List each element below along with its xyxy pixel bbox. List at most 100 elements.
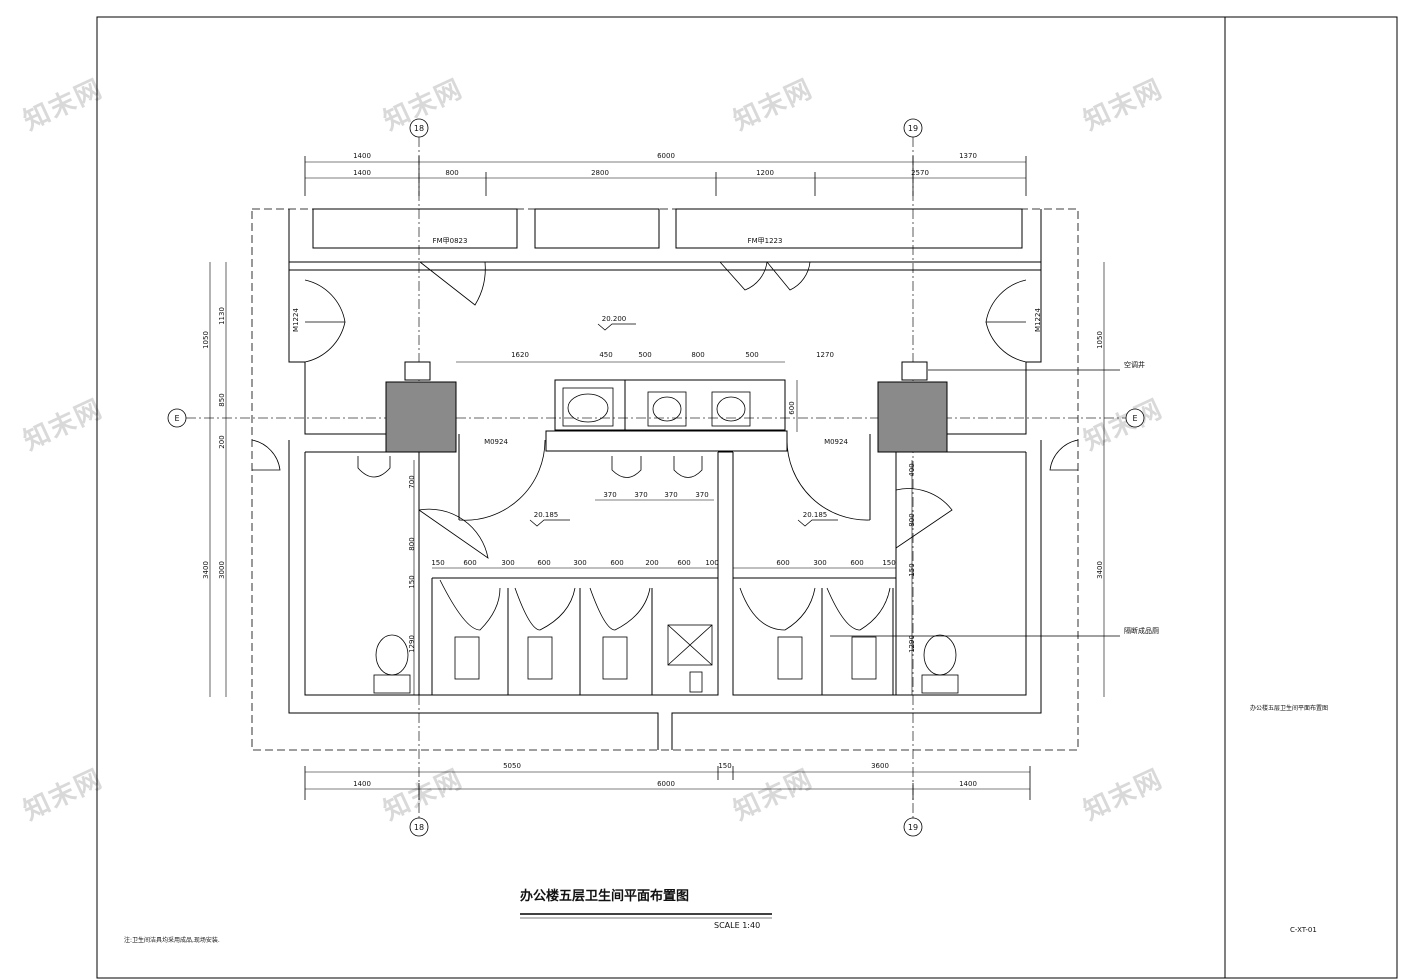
watermark: 知末网 bbox=[1079, 764, 1168, 827]
plan-labels: FM甲0823 FM甲1223 M1224 M1224 M0924 M0924 … bbox=[292, 237, 1159, 635]
dim-text: 200 bbox=[645, 559, 658, 567]
axis-lines bbox=[186, 137, 1126, 818]
axis-label-19-top: 19 bbox=[908, 124, 918, 133]
dim-text: 1200 bbox=[756, 169, 774, 177]
dim-text: 500 bbox=[745, 351, 758, 359]
dim-text: 150 bbox=[908, 563, 916, 576]
dimension-text: 1400 6000 1370 1400 800 2800 1200 2570 1… bbox=[202, 152, 1104, 788]
door-label: M1224 bbox=[292, 308, 300, 332]
slab-outline bbox=[251, 208, 1079, 751]
door-label: M0924 bbox=[824, 438, 848, 446]
dim-text: 370 bbox=[603, 491, 616, 499]
dim-text: 370 bbox=[664, 491, 677, 499]
dim-text: 1400 bbox=[353, 780, 371, 788]
dim-text: 3600 bbox=[871, 762, 889, 770]
dim-text: 800 bbox=[408, 537, 416, 550]
door-label: M0924 bbox=[484, 438, 508, 446]
dim-text: 2570 bbox=[911, 169, 929, 177]
dim-text: 100 bbox=[705, 559, 718, 567]
watermark: 知末网 bbox=[379, 764, 468, 827]
watermark: 知末网 bbox=[729, 764, 818, 827]
dim-text: 800 bbox=[445, 169, 458, 177]
dim-text: 1400 bbox=[959, 780, 977, 788]
dim-text: 370 bbox=[634, 491, 647, 499]
dim-text: 200 bbox=[218, 435, 226, 448]
level-mark: 20.185 bbox=[534, 511, 559, 519]
axis-label-e-right: E bbox=[1132, 414, 1137, 423]
dim-text: 800 bbox=[691, 351, 704, 359]
dim-text: 3400 bbox=[1096, 561, 1104, 579]
dim-text: 600 bbox=[537, 559, 550, 567]
dim-text: 2800 bbox=[591, 169, 609, 177]
dim-text: 150 bbox=[718, 762, 731, 770]
dim-text: 150 bbox=[882, 559, 895, 567]
partition-callout-label: 隔断成品厕 bbox=[1124, 626, 1159, 635]
dim-text: 1050 bbox=[202, 331, 210, 349]
drawing-scale: SCALE 1:40 bbox=[714, 921, 760, 930]
drawing-note: 注:卫生间洁具均采用成品,现场安装. bbox=[124, 936, 220, 944]
dim-text: 600 bbox=[610, 559, 623, 567]
dim-text: 600 bbox=[463, 559, 476, 567]
shaft-callout-label: 空调井 bbox=[1124, 360, 1145, 369]
watermark: 知末网 bbox=[1079, 74, 1168, 137]
fixtures bbox=[357, 387, 959, 694]
axis-label-18-bottom: 18 bbox=[414, 823, 424, 832]
sheet-frame bbox=[96, 16, 1398, 979]
axis-label-e-left: E bbox=[174, 414, 179, 423]
dim-text: 600 bbox=[788, 401, 796, 414]
level-symbols bbox=[529, 323, 1120, 637]
sheet-number: C-XT-01 bbox=[1290, 926, 1317, 934]
dimension-ticks bbox=[304, 156, 1031, 800]
dim-text: 500 bbox=[638, 351, 651, 359]
watermark: 知末网 bbox=[729, 74, 818, 137]
watermark: 知末网 bbox=[1079, 394, 1168, 457]
dim-text: 6000 bbox=[657, 152, 675, 160]
dim-text: 3000 bbox=[218, 561, 226, 579]
watermark: 知末网 bbox=[19, 764, 108, 827]
watermark: 知末网 bbox=[19, 74, 108, 137]
shafts bbox=[385, 361, 948, 453]
dim-text: 300 bbox=[573, 559, 586, 567]
dim-text: 1620 bbox=[511, 351, 529, 359]
axis-bubbles bbox=[167, 118, 1145, 837]
dim-text: 300 bbox=[813, 559, 826, 567]
dim-text: 6000 bbox=[657, 780, 675, 788]
door-swings bbox=[251, 261, 1079, 631]
dim-text: 1290 bbox=[408, 635, 416, 653]
watermark-layer: 知末网 知末网 知末网 知末网 知末网 知末网 知末网 知末网 知末网 知末网 bbox=[19, 74, 1168, 827]
level-mark: 20.185 bbox=[803, 511, 828, 519]
level-mark: 20.200 bbox=[602, 315, 627, 323]
dim-text: 850 bbox=[218, 393, 226, 406]
dim-text: 5050 bbox=[503, 762, 521, 770]
door-label: M1224 bbox=[1034, 308, 1042, 332]
drawing-title: 办公楼五层卫生间平面布置图 bbox=[520, 888, 689, 904]
dim-text: 370 bbox=[695, 491, 708, 499]
dim-text: 1400 bbox=[353, 152, 371, 160]
axis-label-19-bottom: 19 bbox=[908, 823, 918, 832]
dim-text: 600 bbox=[776, 559, 789, 567]
dim-text: 600 bbox=[677, 559, 690, 567]
dim-text: 1290 bbox=[908, 635, 916, 653]
dim-text: 300 bbox=[501, 559, 514, 567]
sheet-name: 办公楼五层卫生间平面布置图 bbox=[1250, 704, 1328, 712]
walls bbox=[288, 208, 1042, 750]
axis-label-18-top: 18 bbox=[414, 124, 424, 133]
watermark: 知末网 bbox=[19, 394, 108, 457]
dim-text: 400 bbox=[908, 463, 916, 476]
door-label: FM甲0823 bbox=[433, 237, 468, 245]
dim-text: 150 bbox=[408, 575, 416, 588]
dim-text: 150 bbox=[431, 559, 444, 567]
dim-text: 1050 bbox=[1096, 331, 1104, 349]
dimension-lines bbox=[209, 161, 1105, 790]
dim-text: 450 bbox=[599, 351, 612, 359]
dim-text: 600 bbox=[850, 559, 863, 567]
dim-text: 800 bbox=[908, 513, 916, 526]
dim-text: 1400 bbox=[353, 169, 371, 177]
door-label: FM甲1223 bbox=[748, 237, 783, 245]
dim-text: 1130 bbox=[218, 307, 226, 325]
dim-text: 1270 bbox=[816, 351, 834, 359]
dim-text: 700 bbox=[408, 475, 416, 488]
dim-text: 1370 bbox=[959, 152, 977, 160]
dim-text: 3400 bbox=[202, 561, 210, 579]
